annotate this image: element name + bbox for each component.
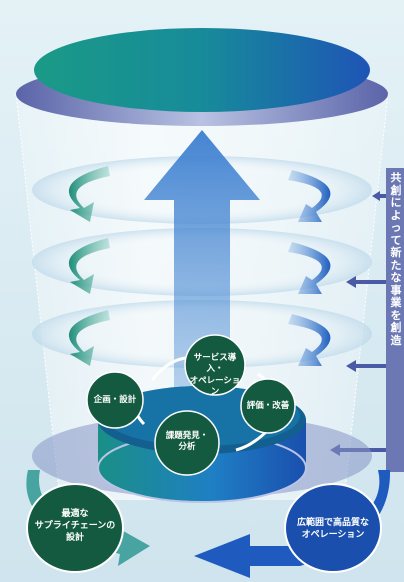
node-evaluation-circle bbox=[240, 378, 296, 434]
badge-operation bbox=[284, 483, 382, 573]
growth-arrow-up bbox=[144, 130, 260, 400]
cycle-arrow-left bbox=[68, 238, 110, 294]
badge-supply-chain bbox=[26, 483, 124, 573]
badge-label-operation: 広範囲で高品質な オペレーション bbox=[296, 518, 369, 541]
node-label-evaluation: 評価・改善 bbox=[246, 401, 290, 411]
top-disc bbox=[34, 28, 370, 112]
node-label-service: サービス導入・ オペレーション bbox=[189, 353, 241, 398]
side-caption: 共創によって新たな事業を創造 bbox=[390, 172, 402, 347]
base-sweep-right bbox=[194, 470, 391, 578]
node-service-circle bbox=[184, 334, 246, 396]
cycle-arrow-right bbox=[288, 242, 331, 294]
badge-label-supply-chain: 最適な サプライチェーンの 設計 bbox=[34, 509, 116, 544]
node-analysis-circle bbox=[154, 410, 220, 476]
cycle-arrow-left bbox=[68, 310, 110, 366]
node-label-planning: 企画・設計 bbox=[93, 395, 137, 405]
node-label-analysis: 課題発見・ 分析 bbox=[165, 431, 209, 453]
cycle-arrow-right bbox=[288, 314, 331, 366]
node-planning-circle bbox=[86, 371, 144, 429]
cycle-arrow-left bbox=[68, 166, 110, 222]
side-panel bbox=[386, 168, 404, 472]
cycle-arrow-right bbox=[288, 170, 331, 222]
